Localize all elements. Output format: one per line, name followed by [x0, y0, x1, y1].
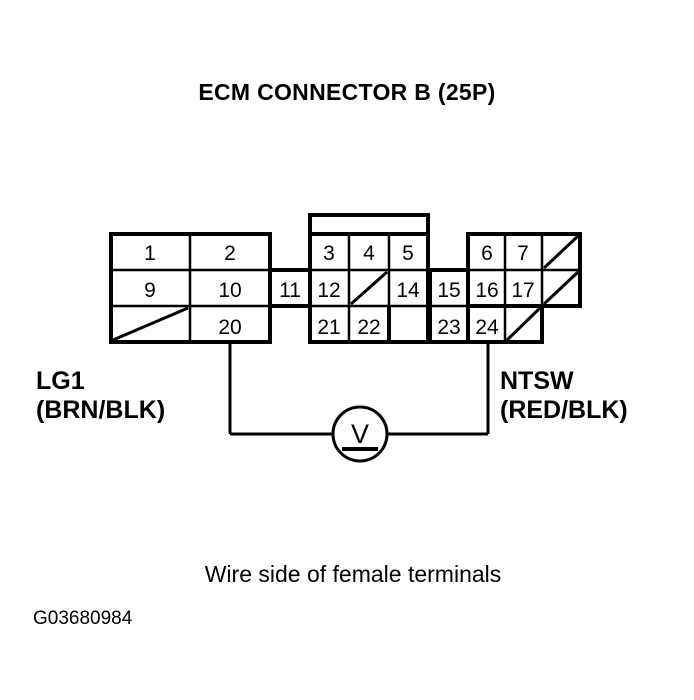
pin-cell-15: 15: [437, 279, 460, 302]
pin-cell-7: 7: [517, 242, 529, 265]
voltmeter-test-circuit: V: [228, 342, 490, 463]
pin-cell-11: 11: [279, 279, 301, 302]
pin-cell-4: 4: [363, 242, 375, 265]
unused-terminal-slash-r3: [505, 306, 542, 342]
figure-id: G03680984: [33, 608, 133, 629]
pin-cell-6: 6: [481, 242, 493, 265]
pin-cell-16: 16: [475, 279, 498, 302]
pin-cell-24: 24: [475, 316, 499, 339]
pin-cell-17: 17: [511, 279, 534, 302]
unused-terminal-slash-middle: [350, 270, 388, 306]
pin-cell-2: 2: [224, 242, 236, 265]
pin-cell-21: 21: [317, 316, 340, 339]
pin-cell-1: 1: [144, 242, 156, 265]
wire-label-left-color: (BRN/BLK): [36, 396, 165, 424]
pin-cell-12: 12: [317, 279, 340, 302]
unused-terminal-slash-r1: [542, 234, 580, 270]
pin-cell-9: 9: [144, 279, 156, 302]
wire-label-right-group: NTSW (RED/BLK): [500, 367, 628, 424]
pin-cell-23: 23: [437, 316, 460, 339]
pin-cell-22: 22: [357, 316, 380, 339]
pin-cell-20: 20: [218, 316, 241, 339]
unused-terminal-slash-r2: [542, 270, 580, 306]
pin-cell-14: 14: [396, 279, 420, 302]
diagram-title: ECM CONNECTOR B (25P): [198, 79, 495, 105]
pin-cell-3: 3: [323, 242, 335, 265]
unused-terminal-slash-left: [112, 306, 189, 342]
wire-label-left-group: LG1 (BRN/BLK): [36, 367, 165, 424]
wire-label-right-signal: NTSW: [500, 367, 574, 395]
voltmeter-symbol: V: [351, 419, 369, 449]
diagram-caption: Wire side of female terminals: [205, 561, 502, 587]
middle-block-locking-tab: [308, 213, 430, 236]
wire-label-right-color: (RED/BLK): [500, 396, 628, 424]
pin-cell-10: 10: [218, 279, 241, 302]
connector-body: 1 2 9 10 20 11 3 4 5 12 14 21: [109, 213, 582, 344]
wire-label-left-signal: LG1: [36, 367, 85, 395]
pin-cell-5: 5: [402, 242, 414, 265]
